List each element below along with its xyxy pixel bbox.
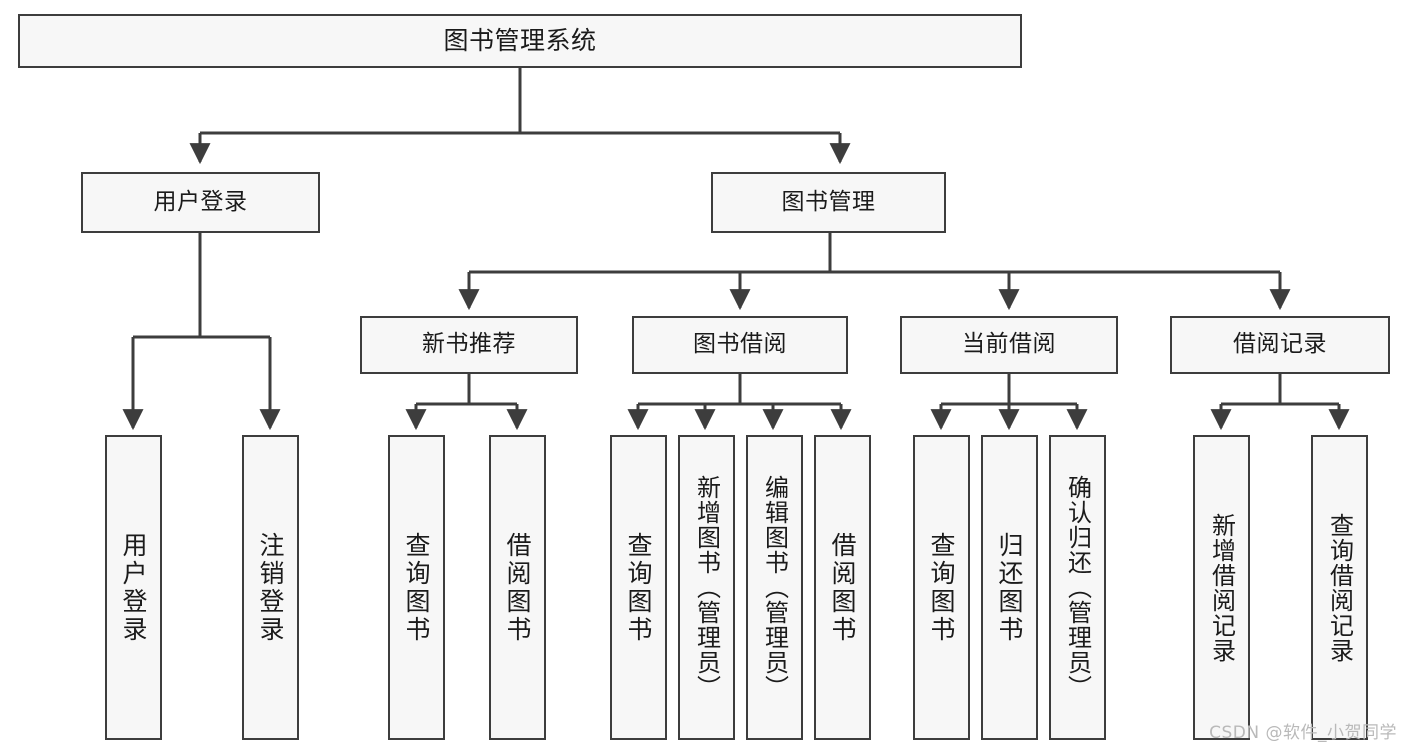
leaf-query-book-borrow[interactable]: 查询图书 (610, 435, 667, 740)
leaf-add-borrow-record[interactable]: 新增借阅记录 (1193, 435, 1250, 740)
node-user-login[interactable]: 用户登录 (81, 172, 320, 233)
leaf-query-book-newbook[interactable]: 查询图书 (388, 435, 445, 740)
node-label: 新增借阅记录 (1207, 512, 1236, 663)
node-label: 借阅图书 (828, 531, 857, 644)
node-root-book-management-system[interactable]: 图书管理系统 (18, 14, 1022, 68)
node-label: 图书管理 (781, 188, 876, 215)
node-label: 归还图书 (995, 531, 1024, 644)
leaf-query-book-current[interactable]: 查询图书 (913, 435, 970, 740)
leaf-return-book[interactable]: 归还图书 (981, 435, 1038, 740)
node-label: 借阅记录 (1233, 331, 1327, 358)
leaf-user-login[interactable]: 用户登录 (105, 435, 162, 740)
node-label: 注销登录 (256, 531, 285, 644)
node-label: 图书借阅 (693, 331, 787, 358)
node-borrow-records[interactable]: 借阅记录 (1170, 316, 1390, 374)
leaf-borrow-book-newbook[interactable]: 借阅图书 (489, 435, 546, 740)
node-current-borrowing[interactable]: 当前借阅 (900, 316, 1118, 374)
leaf-edit-book-admin[interactable]: 编辑图书（管理员） (746, 435, 803, 740)
leaf-add-book-admin[interactable]: 新增图书（管理员） (678, 435, 735, 740)
leaf-confirm-return-admin[interactable]: 确认归还（管理员） (1049, 435, 1106, 740)
node-label: 用户登录 (119, 531, 148, 644)
node-book-borrowing[interactable]: 图书借阅 (632, 316, 848, 374)
leaf-logout[interactable]: 注销登录 (242, 435, 299, 740)
node-label: 当前借阅 (962, 331, 1056, 358)
node-label: 查询借阅记录 (1325, 512, 1354, 663)
node-new-book-recommendation[interactable]: 新书推荐 (360, 316, 578, 374)
node-label: 新增图书（管理员） (692, 475, 721, 700)
node-label: 编辑图书（管理员） (760, 475, 789, 700)
leaf-query-borrow-record[interactable]: 查询借阅记录 (1311, 435, 1368, 740)
leaf-borrow-book[interactable]: 借阅图书 (814, 435, 871, 740)
node-label: 确认归还（管理员） (1063, 475, 1092, 700)
node-book-management[interactable]: 图书管理 (711, 172, 946, 233)
node-label: 查询图书 (927, 531, 956, 644)
node-label: 查询图书 (624, 531, 653, 644)
node-label: 用户登录 (153, 188, 248, 215)
node-label: 图书管理系统 (443, 26, 597, 56)
node-label: 借阅图书 (503, 531, 532, 644)
node-label: 查询图书 (402, 531, 431, 644)
node-label: 新书推荐 (422, 331, 516, 358)
csdn-watermark: CSDN @软件_小贺同学 (1209, 723, 1397, 743)
